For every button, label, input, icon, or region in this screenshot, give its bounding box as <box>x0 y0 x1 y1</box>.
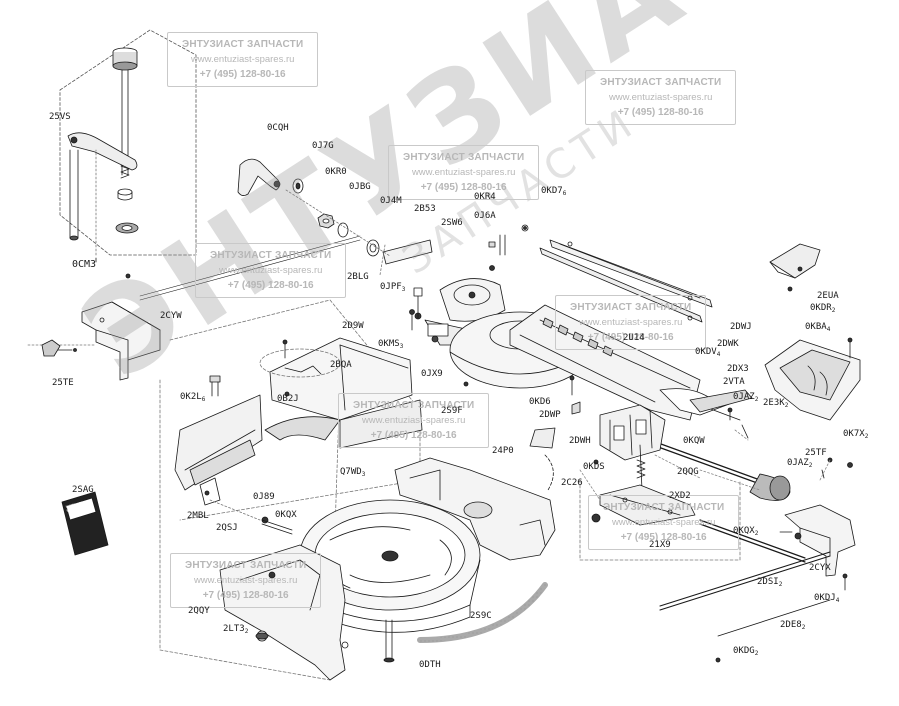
part-2cyw <box>27 235 361 381</box>
part-label-0cqh: 0CQH <box>267 123 289 133</box>
part-label-2b53: 2B53 <box>414 204 436 214</box>
part-label-0kd6: 0KD6 <box>529 397 551 407</box>
part-label-0j4m: 0J4M <box>380 196 402 206</box>
part-label-2xd2: 2XD2 <box>669 491 691 501</box>
part-label-24p0: 24P0 <box>492 446 514 456</box>
part-label-2qsj: 2QSJ <box>216 523 238 533</box>
part-label-25vs: 25VS <box>49 112 71 122</box>
part-label-0kr0: 0KR0 <box>325 167 347 177</box>
part-label-0j7g: 0J7G <box>312 141 334 151</box>
part-label-0j6a: 0J6A <box>474 211 496 221</box>
part-label-2sw6: 2SW6 <box>441 218 463 228</box>
part-label-0kds: 0KDS <box>583 462 605 472</box>
part-label-0jaz-2: 0JAZ2 <box>787 458 813 469</box>
part-label-2e3k: 2E3K2 <box>763 398 789 409</box>
part-label-0b2j: 0B2J <box>277 394 299 404</box>
part-2eua <box>769 243 821 292</box>
part-label-0kba: 0KBA4 <box>805 322 831 333</box>
part-label-0j89: 0J89 <box>253 492 275 502</box>
rail-2dwj <box>539 239 713 323</box>
rods <box>659 519 831 663</box>
part-label-2dx3: 2DX3 <box>727 364 749 374</box>
part-label-2s9c: 2S9C <box>470 611 492 621</box>
part-label-2eua: 2EUA <box>817 291 839 301</box>
inset-0cm3 <box>59 29 197 263</box>
part-label-0jaz: 0JAZ2 <box>733 392 759 403</box>
part-label-2s9f: 2S9F <box>441 406 463 416</box>
part-label-0k7x: 0K7X2 <box>843 429 869 440</box>
part-label-0kdv: 0KDV4 <box>695 347 721 358</box>
part-label-2dwj: 2DWJ <box>730 322 752 332</box>
part-label-2cyx: 2CYX <box>809 563 831 573</box>
part-label-2c26: 2C26 <box>561 478 583 488</box>
carriage-2dwh <box>599 404 666 491</box>
miter-table <box>299 499 548 663</box>
part-label-0dth: 0DTH <box>419 660 441 670</box>
part-label-0jbg: 0JBG <box>349 182 371 192</box>
part-label-25te: 25TE <box>52 378 74 388</box>
part-label-2vta: 2VTA <box>723 377 745 387</box>
part-label-2dwk: 2DWK <box>717 339 739 349</box>
small-parts-center <box>463 224 599 465</box>
rod-0kqw <box>649 439 791 501</box>
part-label-2dwh: 2DWH <box>569 436 591 446</box>
fence-2d9w <box>259 337 423 449</box>
part-label-0kd7: 0KD76 <box>541 186 567 197</box>
part-label-0cm3: 0CM3 <box>72 259 97 270</box>
part-label-2qqg: 2QQG <box>677 467 699 477</box>
booklet-2sag <box>61 491 109 556</box>
part-label-25tf: 25TF <box>805 448 827 458</box>
part-label-q7wd: Q7WD3 <box>340 467 366 478</box>
part-label-2dwp: 2DWP <box>539 410 561 420</box>
part-label-0kqx-2: 0KQX2 <box>733 526 759 537</box>
part-label-2blg: 2BLG <box>347 272 369 282</box>
part-label-0jpf: 0JPF3 <box>380 282 406 293</box>
part-label-0kdr: 0KDR2 <box>810 303 836 314</box>
pivot-hinge <box>409 278 506 346</box>
part-2cyx <box>779 504 856 591</box>
part-label-2bqa: 2BQA <box>330 360 352 370</box>
part-label-0kdg: 0KDG2 <box>733 646 759 657</box>
base-2c26 <box>394 454 556 561</box>
fence-2mbl <box>174 394 293 535</box>
bolt-0k2l <box>209 375 290 397</box>
part-label-2cyw: 2CYW <box>160 311 182 321</box>
part-label-2dsi: 2DSI2 <box>757 577 783 588</box>
part-0kba <box>764 337 861 421</box>
part-label-2mbl: 2MBL <box>187 511 209 521</box>
table-2u14 <box>509 304 741 421</box>
part-label-0kdj: 0KDJ4 <box>814 593 840 604</box>
part-label-2sag: 2SAG <box>72 485 94 495</box>
part-label-0k2l: 0K2L6 <box>180 392 206 403</box>
part-label-0kms: 0KMS3 <box>378 339 404 350</box>
part-label-2qqy: 2QQY <box>188 606 210 616</box>
parts-lever-group <box>237 158 433 276</box>
part-label-2de8: 2DE82 <box>780 620 806 631</box>
part-label-0kqw: 0KQW <box>683 436 705 446</box>
part-label-0kqx: 0KQX <box>275 510 297 520</box>
part-label-21x9: 21X9 <box>649 540 671 550</box>
part-label-2d9w: 2D9W <box>342 321 364 331</box>
part-label-0kr4: 0KR4 <box>474 192 496 202</box>
knob-2lt3 <box>255 632 269 640</box>
part-label-0jx9: 0JX9 <box>421 369 443 379</box>
part-label-2u14: 2U14 <box>623 333 645 343</box>
part-label-2lt3: 2LT32 <box>223 624 249 635</box>
small-parts-right <box>689 389 853 479</box>
